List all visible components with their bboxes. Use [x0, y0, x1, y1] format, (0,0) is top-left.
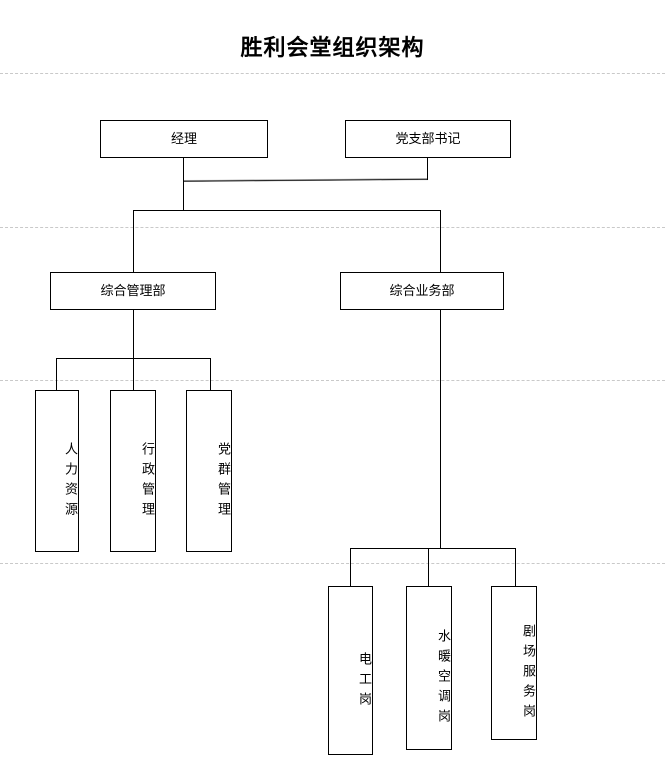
node-theater-service-post[interactable]: 剧场服务岗 [491, 586, 537, 740]
connector-level1-bus [133, 210, 441, 211]
node-party-secretary[interactable]: 党支部书记 [345, 120, 511, 158]
connector-drop-hvac-post [428, 548, 429, 586]
connector-party-secretary-stem [427, 158, 428, 180]
connector-drop-general-management [133, 210, 134, 272]
page-guide-line [0, 227, 665, 228]
node-hvac-post[interactable]: 水暖空调岗 [406, 586, 452, 750]
connector-drop-theater-service-post [515, 548, 516, 586]
node-administrative-management[interactable]: 行政管理 [110, 390, 156, 552]
connector-manager-stem [183, 158, 184, 210]
page-title: 胜利会堂组织架构 [240, 35, 425, 60]
node-manager[interactable]: 经理 [100, 120, 268, 158]
node-electrician-post[interactable]: 电工岗 [328, 586, 373, 755]
connector-drop-party-mass-management [210, 358, 211, 390]
connector-right-branch-bus [350, 548, 516, 549]
connector-peer-link [182, 178, 429, 182]
connector-drop-administrative-management [133, 358, 134, 390]
page-guide-line [0, 73, 665, 74]
node-human-resources[interactable]: 人力资源 [35, 390, 79, 552]
node-general-business-dept[interactable]: 综合业务部 [340, 272, 504, 310]
connector-drop-electrician-post [350, 548, 351, 586]
node-party-mass-management[interactable]: 党群管理 [186, 390, 232, 552]
page-guide-line [0, 563, 665, 564]
connector-drop-human-resources [56, 358, 57, 390]
page-guide-line [0, 380, 665, 381]
connector-right-branch-stem [440, 310, 441, 548]
node-general-management-dept[interactable]: 综合管理部 [50, 272, 216, 310]
connector-left-branch-stem [133, 310, 134, 358]
connector-drop-general-business [440, 210, 441, 272]
